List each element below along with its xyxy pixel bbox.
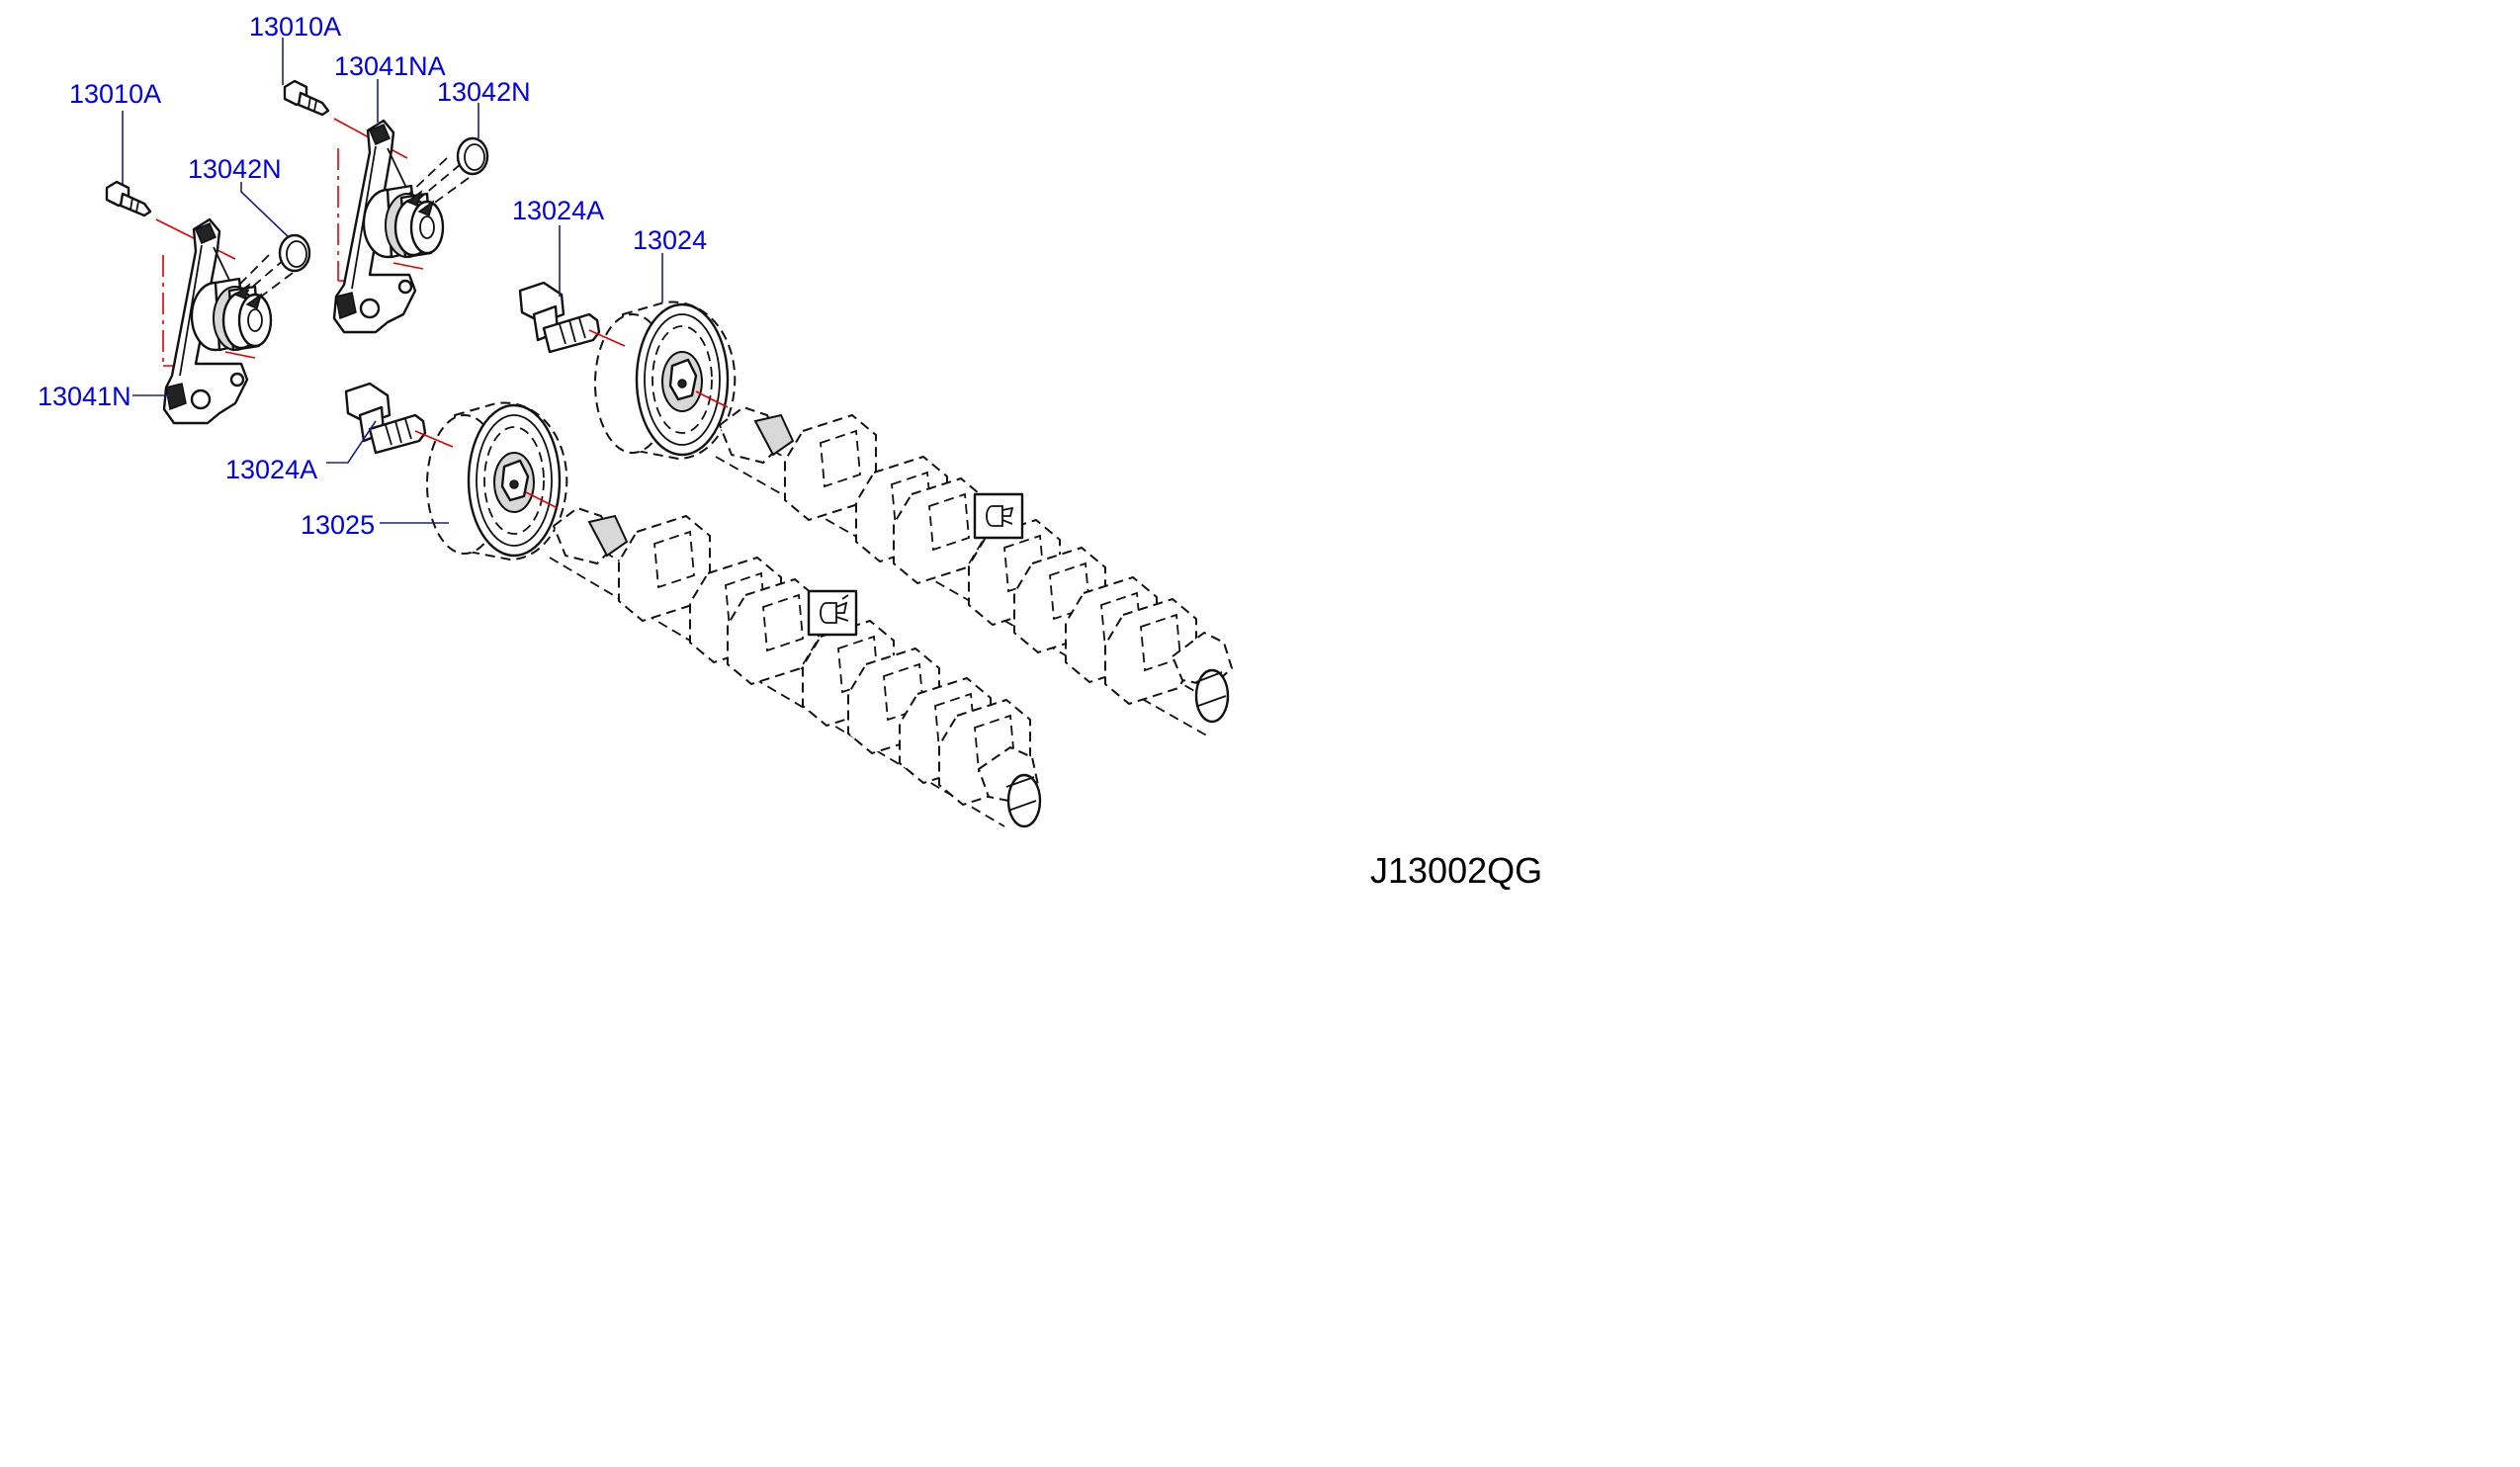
camshaft-lower [549,507,1042,828]
callout-13042N-top: 13042N [437,77,531,107]
callout-13010A-top: 13010A [249,12,341,42]
camshaft-upper [715,406,1233,738]
bolt-13010A-upper [283,79,330,117]
callout-13024: 13024 [633,225,707,255]
callout-13042N-left: 13042N [188,154,282,184]
ref-symbol-lower [807,589,858,637]
bolt-13024A-lower [344,382,427,455]
bolt-13010A-left [105,180,152,217]
sensor-13041N [155,217,294,425]
diagram-code: J13002QG [1370,850,1542,891]
callout-13041NA: 13041NA [334,51,446,81]
callout-13024A-lower: 13024A [225,455,317,484]
sprocket-13024 [594,301,737,460]
sprocket-13025 [426,401,568,561]
o-ring-13042N-left [278,233,311,273]
o-ring-13042N-upper [456,136,489,176]
callout-13041N: 13041N [38,382,131,411]
leader-c5 [240,182,290,238]
callout-13010A-left: 13010A [69,79,161,109]
ref-symbol-upper [973,492,1024,540]
sensor-13041NA [332,118,470,334]
leader-c9 [326,420,377,464]
callout-13025: 13025 [301,510,375,540]
callout-13024A-upper: 13024A [512,196,604,225]
